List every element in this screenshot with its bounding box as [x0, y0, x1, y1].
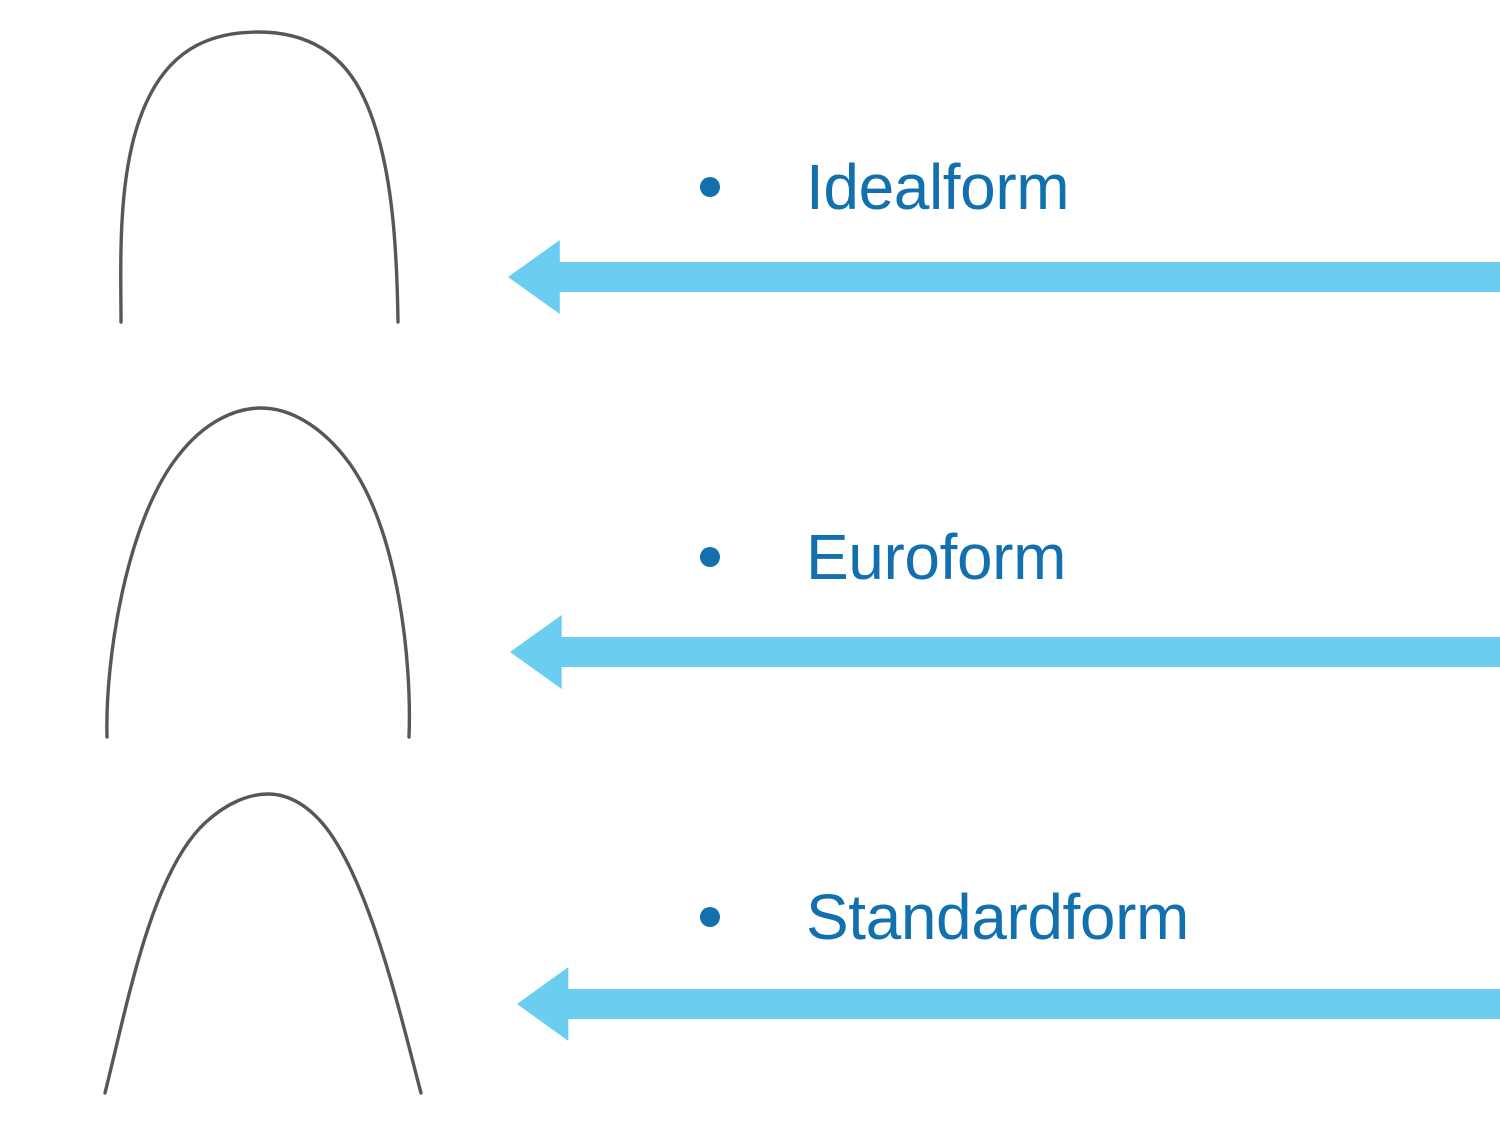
list-item-standardform[interactable]: Standardform	[700, 885, 1189, 949]
list-item-idealform[interactable]: Idealform	[700, 151, 1070, 223]
list-item-label: Standardform	[806, 881, 1189, 953]
archwire-euroform-figure	[0, 392, 500, 747]
arrow-left-idealform	[508, 240, 1500, 314]
archwire-idealform	[119, 30, 400, 324]
list-item-euroform[interactable]: Euroform	[700, 525, 1066, 589]
archwire-standardform	[103, 792, 423, 1095]
arrow-left-euroform	[510, 615, 1500, 689]
arrow-left-icon	[510, 615, 1500, 689]
arrow-left-icon	[517, 967, 1500, 1041]
archwire-idealform-figure	[0, 10, 500, 340]
bullet-icon	[700, 177, 720, 197]
bullet-icon	[700, 547, 720, 567]
list-item-label: Idealform	[806, 151, 1070, 223]
archwire-euroform	[105, 406, 412, 739]
list-item-label: Euroform	[806, 521, 1066, 593]
arrow-left-icon	[508, 240, 1500, 314]
archwire-standardform-figure	[0, 775, 500, 1105]
arrow-left-standardform	[517, 967, 1500, 1041]
bullet-icon	[700, 907, 720, 927]
